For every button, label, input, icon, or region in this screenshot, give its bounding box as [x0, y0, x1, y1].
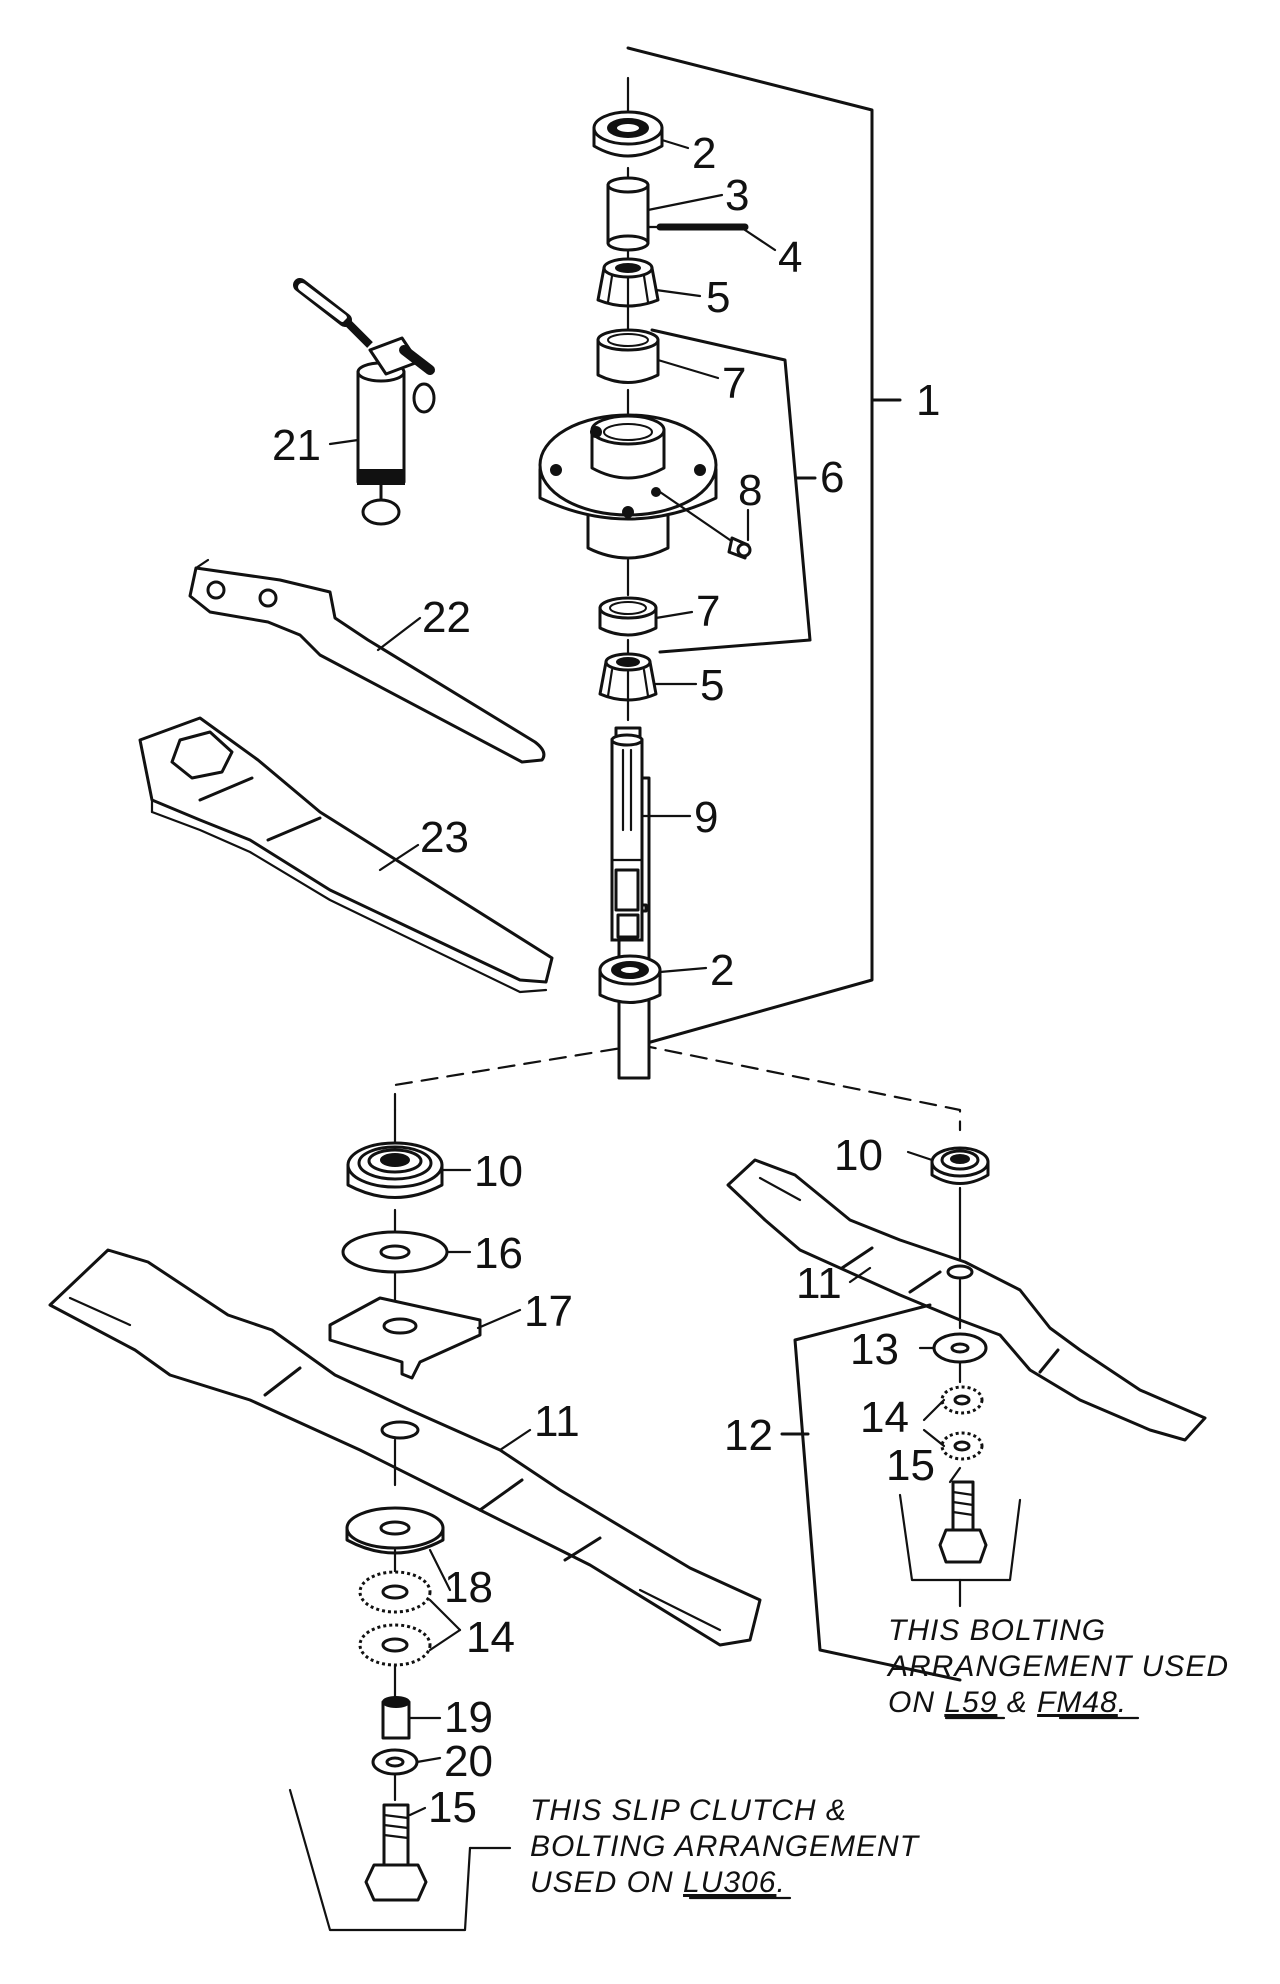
callout-19: 19 — [444, 1693, 493, 1742]
washer-16 — [341, 1230, 449, 1274]
bearing-top — [592, 110, 664, 158]
bearing-cone-bottom — [598, 652, 658, 702]
belleville-washers-14-left — [358, 1570, 432, 1667]
callout-11-left: 11 — [534, 1397, 580, 1446]
washer-13 — [932, 1332, 988, 1364]
callout-23: 23 — [420, 813, 469, 862]
note-right-line-1: THIS BOLTING — [888, 1614, 1106, 1647]
leader-lines — [328, 138, 962, 1817]
callout-4: 4 — [778, 233, 802, 282]
note-bottom-line-1: THIS SLIP CLUTCH & — [530, 1794, 847, 1827]
bearing-cup-top — [596, 328, 660, 384]
callout-numbers: 1 2 3 4 5 6 7 8 7 5 9 2 21 22 23 10 16 1… — [272, 129, 940, 1832]
assembly-1-bracket — [626, 46, 902, 1047]
bolt-bracket-left — [288, 1788, 512, 1932]
callout-11-right: 11 — [796, 1259, 842, 1308]
bolt-15-left — [364, 1803, 428, 1902]
callout-5-bottom: 5 — [700, 661, 724, 710]
blade-wrench-tool — [138, 716, 554, 994]
callout-20: 20 — [444, 1737, 493, 1786]
bearing-cup-bottom — [598, 596, 658, 637]
note-bottom: THIS SLIP CLUTCH & BOLTING ARRANGEMENT U… — [530, 1794, 921, 1900]
assembly-6-bracket — [650, 328, 817, 654]
callout-2-bottom: 2 — [710, 946, 734, 995]
callout-16: 16 — [474, 1229, 523, 1278]
callout-15-left: 15 — [428, 1783, 477, 1832]
callout-7-top: 7 — [722, 359, 746, 408]
callout-22: 22 — [422, 593, 471, 642]
callout-8: 8 — [738, 466, 762, 515]
note-right-line-3: ON L59 & FM48. — [888, 1686, 1127, 1719]
sleeve — [606, 176, 650, 252]
bearing-bottom — [598, 954, 662, 1004]
grease-fitting — [658, 490, 752, 560]
callout-10-left: 10 — [474, 1147, 523, 1196]
wrench-tool — [188, 558, 546, 764]
callout-7-bottom: 7 — [696, 587, 720, 636]
bolt-15-right — [938, 1480, 988, 1564]
bearing-cone-top — [596, 257, 660, 308]
callout-21: 21 — [272, 421, 321, 470]
callout-14-right: 14 — [860, 1393, 909, 1442]
callout-10-right: 10 — [834, 1131, 883, 1180]
spacer-19 — [381, 1696, 411, 1740]
spindle-hub-housing — [538, 413, 718, 560]
callout-17: 17 — [524, 1287, 573, 1336]
callout-6: 6 — [820, 453, 844, 502]
clip-17 — [328, 1296, 482, 1380]
callout-14-left: 14 — [466, 1613, 515, 1662]
lock-washers-14-right — [940, 1385, 984, 1461]
callout-18: 18 — [444, 1563, 493, 1612]
callout-15-right: 15 — [886, 1441, 935, 1490]
callout-9: 9 — [694, 793, 718, 842]
bolt-bracket-right — [898, 1493, 1022, 1608]
washer-18 — [345, 1506, 445, 1555]
blade-11-right — [726, 1158, 1207, 1442]
note-bottom-line-2: BOLTING ARRANGEMENT — [530, 1830, 921, 1863]
blade-11-left — [48, 1248, 762, 1647]
spindle-shaft-body — [610, 733, 644, 942]
note-right: THIS BOLTING ARRANGEMENT USED ON L59 & F… — [886, 1614, 1229, 1720]
grease-gun-tool — [293, 278, 436, 526]
split-dashed-lines — [393, 1043, 962, 1132]
assembly-12-bracket — [780, 1303, 962, 1682]
callout-12: 12 — [724, 1411, 773, 1460]
callout-1: 1 — [916, 376, 940, 425]
clutch-washer-10-left — [346, 1141, 444, 1199]
clutch-washer-10-right — [930, 1146, 990, 1185]
callout-3: 3 — [725, 171, 749, 220]
note-right-line-2: ARRANGEMENT USED — [886, 1650, 1229, 1683]
callout-5-top: 5 — [706, 273, 730, 322]
callout-2-top: 2 — [692, 129, 716, 178]
callout-13: 13 — [850, 1325, 899, 1374]
note-bottom-line-3: USED ON LU306. — [530, 1866, 786, 1899]
washer-20 — [371, 1748, 419, 1776]
